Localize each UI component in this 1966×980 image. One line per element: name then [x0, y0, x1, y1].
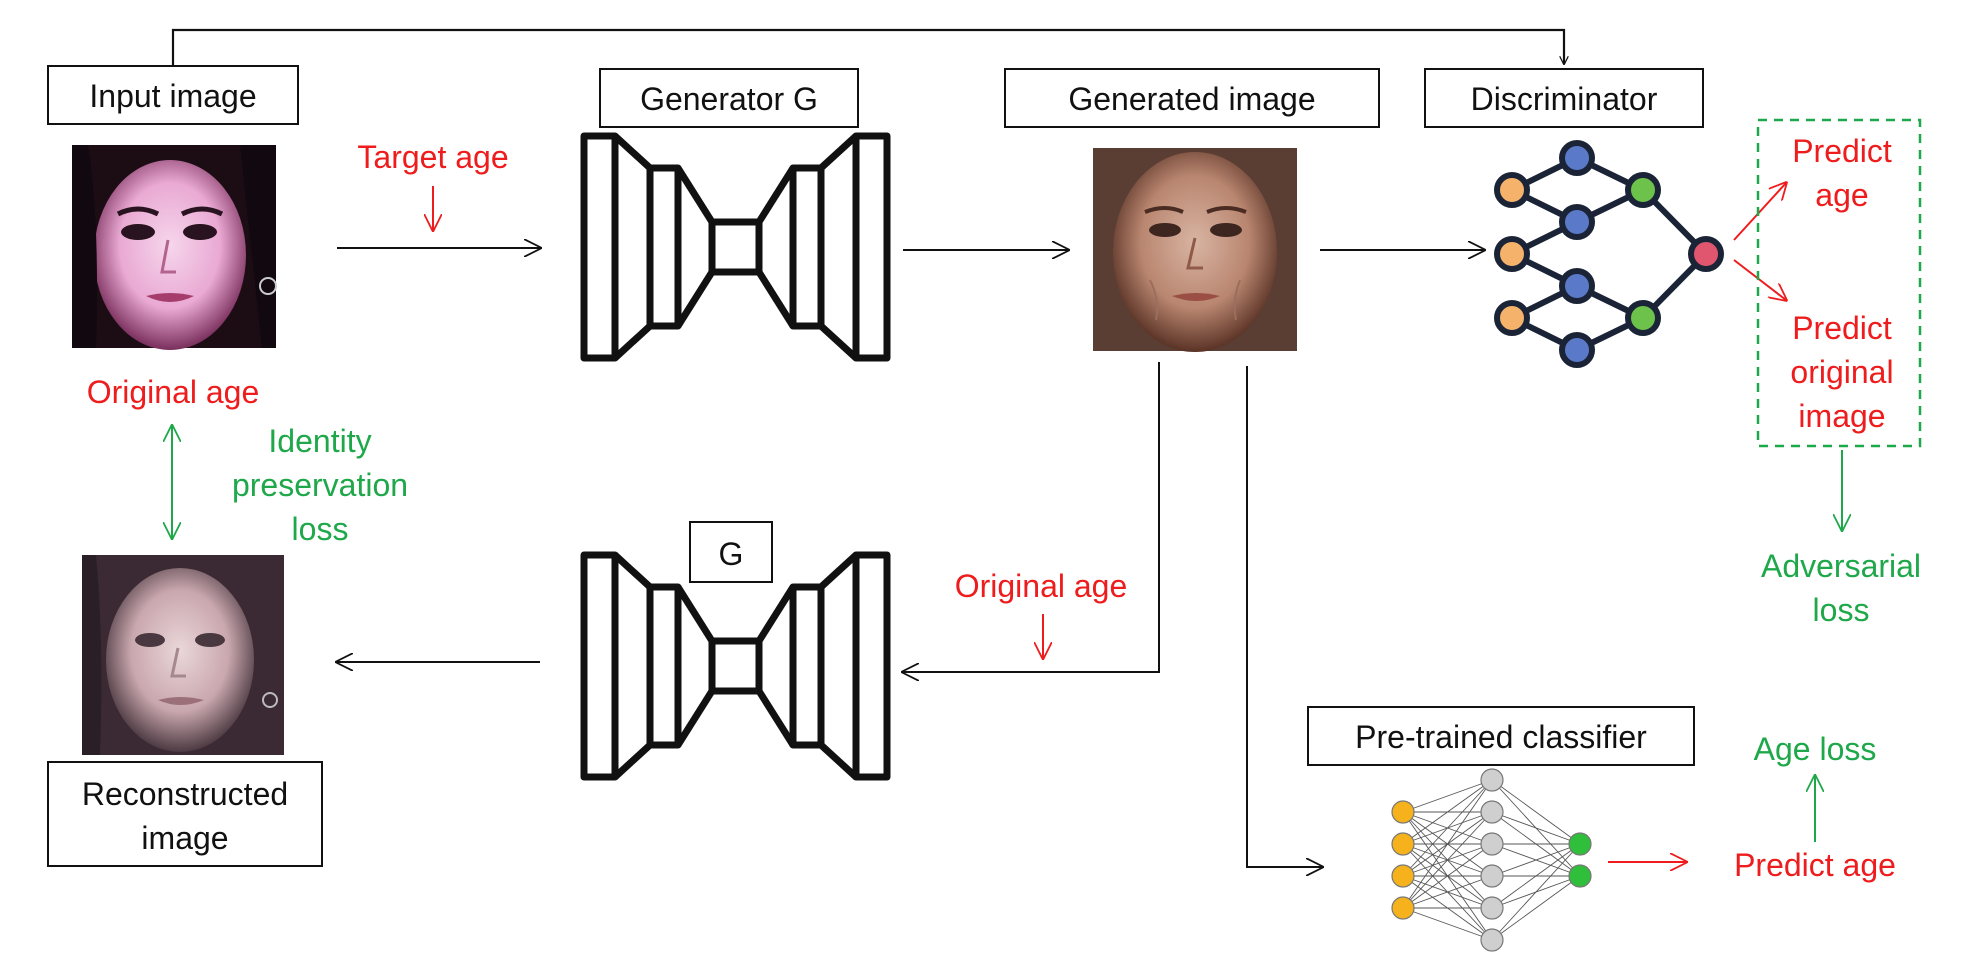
- identity-label-line2: preservation: [232, 467, 408, 503]
- disc-node-in-1: [1494, 172, 1530, 208]
- cls-node-in-2: [1391, 832, 1415, 856]
- cls-edge: [1491, 843, 1581, 941]
- cls-edge: [1402, 779, 1493, 813]
- reconstructed-label-line1: Reconstructed: [82, 776, 288, 812]
- generated-image-box: Generated image: [1004, 68, 1380, 128]
- classifier-network: [1391, 768, 1592, 952]
- predict-age-top-line1: Predict: [1792, 133, 1892, 169]
- discriminator-label: Discriminator: [1471, 81, 1658, 117]
- cls-edge: [1491, 875, 1581, 941]
- disc-node-in-2: [1494, 236, 1530, 272]
- cls-node-out-1: [1568, 832, 1592, 856]
- cls-node-in-4: [1391, 896, 1415, 920]
- cls-node-in-1: [1391, 800, 1415, 824]
- adversarial-loss-line2: loss: [1813, 592, 1870, 628]
- pretrained-classifier-label: Pre-trained classifier: [1355, 719, 1647, 755]
- cls-node-hidden-5: [1480, 896, 1504, 920]
- disc-node-h2-1: [1625, 172, 1661, 208]
- predict-original-line3: image: [1798, 398, 1885, 434]
- cls-edge: [1402, 875, 1493, 909]
- cls-edge: [1402, 907, 1493, 941]
- cls-edge: [1491, 779, 1581, 845]
- adversarial-loss-line1: Adversarial: [1761, 548, 1921, 584]
- cls-node-hidden-6: [1480, 928, 1504, 952]
- cls-node-in-3: [1391, 864, 1415, 888]
- arrow-generated-to-classifier: [1246, 366, 1322, 867]
- predict-original-line2: original: [1790, 354, 1893, 390]
- g-box: G: [689, 521, 773, 583]
- original-age-mid-label: Original age: [955, 568, 1128, 604]
- disc-node-h2-2: [1625, 300, 1661, 336]
- cls-edge: [1402, 779, 1493, 877]
- arrow-disc-predict-original: [1733, 259, 1786, 300]
- g-label: G: [719, 536, 744, 572]
- disc-node-h1-1: [1559, 140, 1595, 176]
- reconstructed-face-image: [82, 555, 284, 755]
- generator-top-shape: [580, 132, 891, 362]
- disc-node-out: [1688, 236, 1724, 272]
- cls-edge: [1402, 779, 1493, 909]
- identity-label-line3: loss: [292, 511, 349, 547]
- arrow-disc-predict-age: [1733, 183, 1786, 241]
- disc-node-h1-2: [1559, 204, 1595, 240]
- identity-label-line1: Identity: [268, 423, 371, 459]
- input-image-box: Input image: [47, 65, 299, 125]
- generator-bottom-shape: [580, 551, 891, 781]
- arrow-generated-to-g: [903, 362, 1160, 672]
- generator-g-box: Generator G: [599, 68, 859, 128]
- age-loss-label: Age loss: [1754, 731, 1877, 767]
- disc-node-h1-3: [1559, 268, 1595, 304]
- generated-image-label: Generated image: [1068, 81, 1315, 117]
- predict-age-bottom-label: Predict age: [1734, 847, 1896, 883]
- cls-edge: [1402, 811, 1493, 909]
- reconstructed-label-line2: image: [141, 820, 228, 856]
- discriminator-output-box: [1756, 118, 1922, 448]
- input-image-label: Input image: [89, 78, 256, 114]
- original-age-left-label: Original age: [87, 374, 260, 410]
- cls-edge: [1402, 779, 1493, 845]
- input-face-image: [72, 145, 277, 350]
- cls-node-hidden-2: [1480, 800, 1504, 824]
- cls-edge: [1491, 843, 1581, 909]
- reconstructed-image-box: Reconstructed image: [47, 761, 323, 867]
- discriminator-network: [1494, 140, 1724, 368]
- cls-node-hidden-1: [1480, 768, 1504, 792]
- cls-node-out-2: [1568, 864, 1592, 888]
- cls-edge: [1402, 843, 1493, 909]
- generator-g-label: Generator G: [640, 81, 818, 117]
- predict-age-top-line2: age: [1815, 177, 1868, 213]
- generated-face-image: [1093, 148, 1297, 352]
- predict-original-line1: Predict: [1792, 310, 1892, 346]
- cls-edge: [1491, 811, 1581, 845]
- target-age-label: Target age: [357, 139, 508, 175]
- discriminator-box: Discriminator: [1424, 68, 1704, 128]
- skip-connector: [171, 28, 1564, 66]
- disc-node-in-3: [1494, 300, 1530, 336]
- pretrained-classifier-box: Pre-trained classifier: [1307, 706, 1695, 766]
- cls-node-hidden-3: [1480, 832, 1504, 856]
- disc-node-h1-4: [1559, 332, 1595, 368]
- cls-edge: [1491, 843, 1581, 877]
- cls-node-hidden-4: [1480, 864, 1504, 888]
